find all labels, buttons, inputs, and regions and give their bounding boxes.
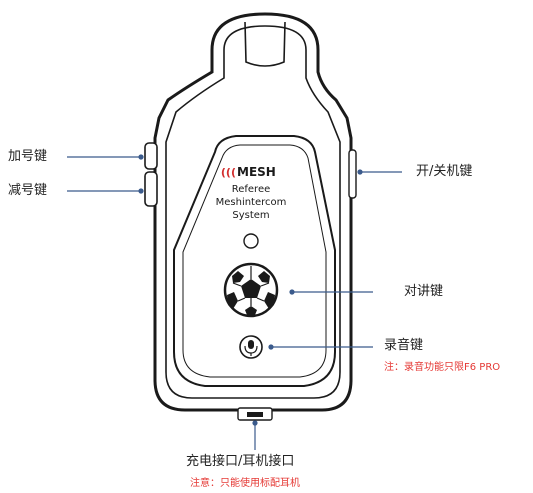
volume-down-button[interactable]	[144, 171, 158, 207]
note-port: 注意：只能使用标配耳机	[190, 478, 300, 489]
leader-dot-power	[357, 169, 363, 175]
device-inner-contour	[165, 25, 341, 399]
product-line-2: Meshintercom	[216, 197, 287, 208]
led-indicator	[243, 233, 259, 249]
leader-dot-port	[252, 420, 258, 426]
device-face-inner	[182, 144, 327, 378]
label-port: 充电接口/耳机接口	[186, 454, 295, 469]
leader-dot-talk	[289, 289, 295, 295]
brand-logo-prefix: (((	[221, 166, 236, 179]
label-volume-up: 加号键	[8, 149, 48, 164]
soccer-ball-icon[interactable]	[223, 262, 279, 318]
leader-dot-volume-down	[138, 188, 144, 194]
power-button[interactable]	[348, 149, 357, 199]
label-talk: 对讲键	[404, 284, 444, 299]
record-button[interactable]	[239, 335, 263, 359]
leader-dot-volume-up	[138, 154, 144, 160]
note-record: 注：录音功能只限F6 PRO	[384, 362, 501, 373]
volume-up-button[interactable]	[144, 142, 158, 170]
leader-dot-record	[268, 344, 274, 350]
charging-port-slot	[247, 412, 263, 417]
top-clip-groove	[244, 21, 286, 67]
brand-logo-name: MESH	[237, 165, 276, 179]
device-face-panel	[173, 135, 336, 387]
label-volume-down: 减号键	[8, 183, 48, 198]
product-line-3: System	[232, 210, 269, 221]
microphone-icon	[244, 340, 258, 356]
label-record: 录音键	[384, 338, 424, 353]
label-power: 开/关机键	[416, 164, 473, 179]
product-line-1: Referee	[232, 184, 271, 195]
